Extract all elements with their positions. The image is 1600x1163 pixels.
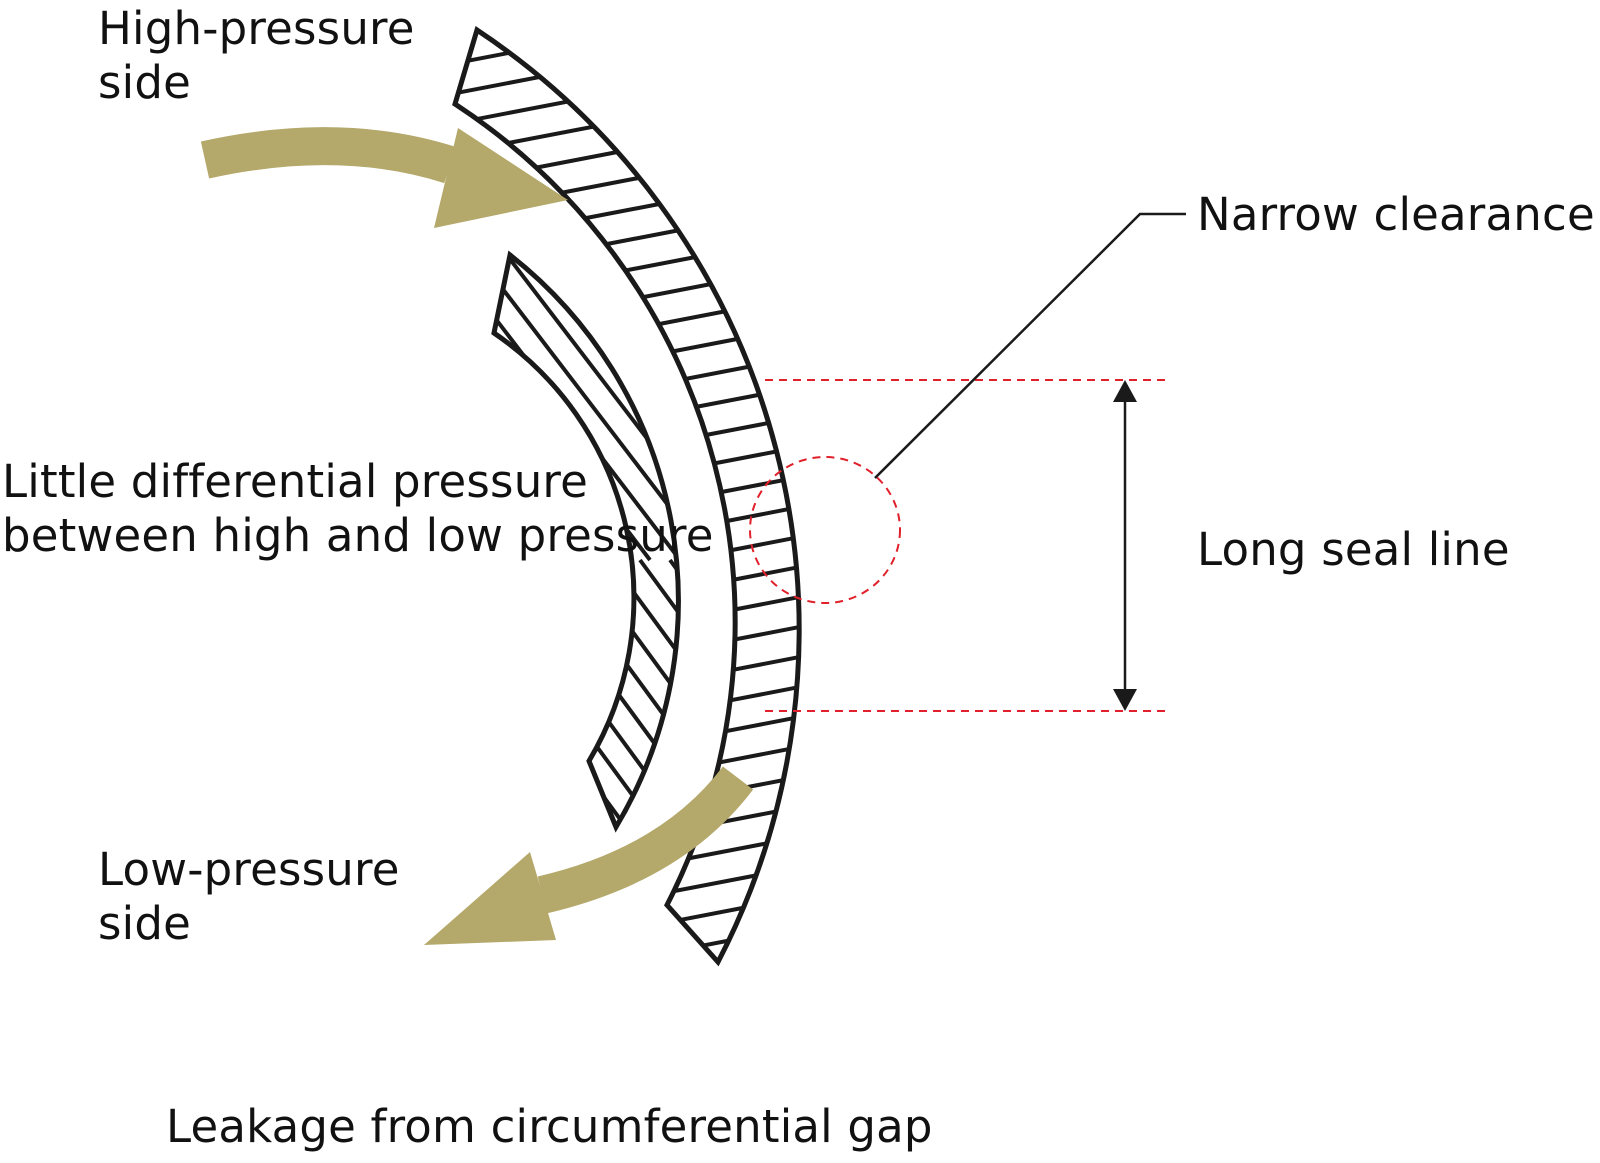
hatch-line (130, 560, 350, 860)
narrow-clearance-label: Narrow clearance (1197, 188, 1595, 241)
hatch-line (455, 958, 800, 962)
hatch-line (0, 560, 170, 860)
seal-line-dimension-arrow (1113, 380, 1137, 711)
hatch-line (455, 688, 800, 792)
hatch-line (494, 558, 502, 827)
hatch-line (870, 220, 1130, 560)
hatch-line (455, 358, 800, 462)
clearance-leader-line (874, 212, 1186, 479)
hatch-line (10, 560, 230, 860)
hatch-line (0, 560, 110, 860)
hatch-line (160, 560, 380, 860)
diagram-caption: Leakage from circumferential gap (166, 1100, 933, 1153)
high-pressure-side-label: High-pressure side (98, 2, 415, 109)
hatch-line (494, 558, 652, 827)
hatch-line (455, 30, 800, 102)
hatch-line (0, 560, 200, 860)
hatch-line (455, 658, 800, 762)
seal-line-guides (765, 379, 1170, 712)
hatch-line (1020, 220, 1280, 560)
leakage-arrow (424, 766, 754, 945)
hatch-line (0, 560, 80, 860)
hatch-line (1080, 220, 1340, 560)
hatch-line (455, 208, 800, 312)
hatch-line (455, 58, 800, 162)
hatch-line (494, 558, 532, 827)
hatch-line (1050, 220, 1310, 560)
hatch-line (810, 220, 1070, 560)
hatch-line (690, 220, 950, 560)
hatch-line (190, 560, 410, 860)
hatch-line (0, 560, 140, 860)
hatch-line (780, 220, 1040, 560)
hatch-line (220, 560, 440, 860)
differential-pressure-label: Little differential pressure between hig… (2, 455, 714, 562)
hatch-line (100, 560, 320, 860)
hatch-line (455, 328, 800, 432)
hatch-line (1140, 220, 1400, 560)
hatch-line (1110, 220, 1370, 560)
hatch-line (1200, 220, 1460, 560)
hatch-line (0, 560, 50, 860)
clearance-highlight-circle (749, 456, 901, 604)
hatch-line (494, 558, 592, 827)
hatch-line (70, 560, 290, 860)
hatch-line (494, 558, 622, 827)
hatch-line (0, 560, 20, 860)
hatch-line (1170, 220, 1430, 560)
hatch-line (455, 30, 800, 72)
hatch-line (455, 30, 800, 42)
hatch-line (455, 928, 800, 962)
hatch-line (494, 558, 679, 827)
hatch-line (608, 558, 679, 827)
hatch-line (494, 558, 562, 827)
hatch-line (455, 628, 800, 732)
hatch-line (250, 560, 470, 860)
hatch-line (494, 255, 679, 562)
low-pressure-side-label: Low-pressure side (98, 843, 400, 950)
hatch-line (840, 220, 1100, 560)
long-seal-line-label: Long seal line (1197, 523, 1510, 576)
inflow-arrow (200, 127, 568, 228)
hatch-line (960, 220, 1220, 560)
hatch-line (40, 560, 260, 860)
hatch-line (930, 220, 1190, 560)
hatch-line (455, 718, 800, 822)
